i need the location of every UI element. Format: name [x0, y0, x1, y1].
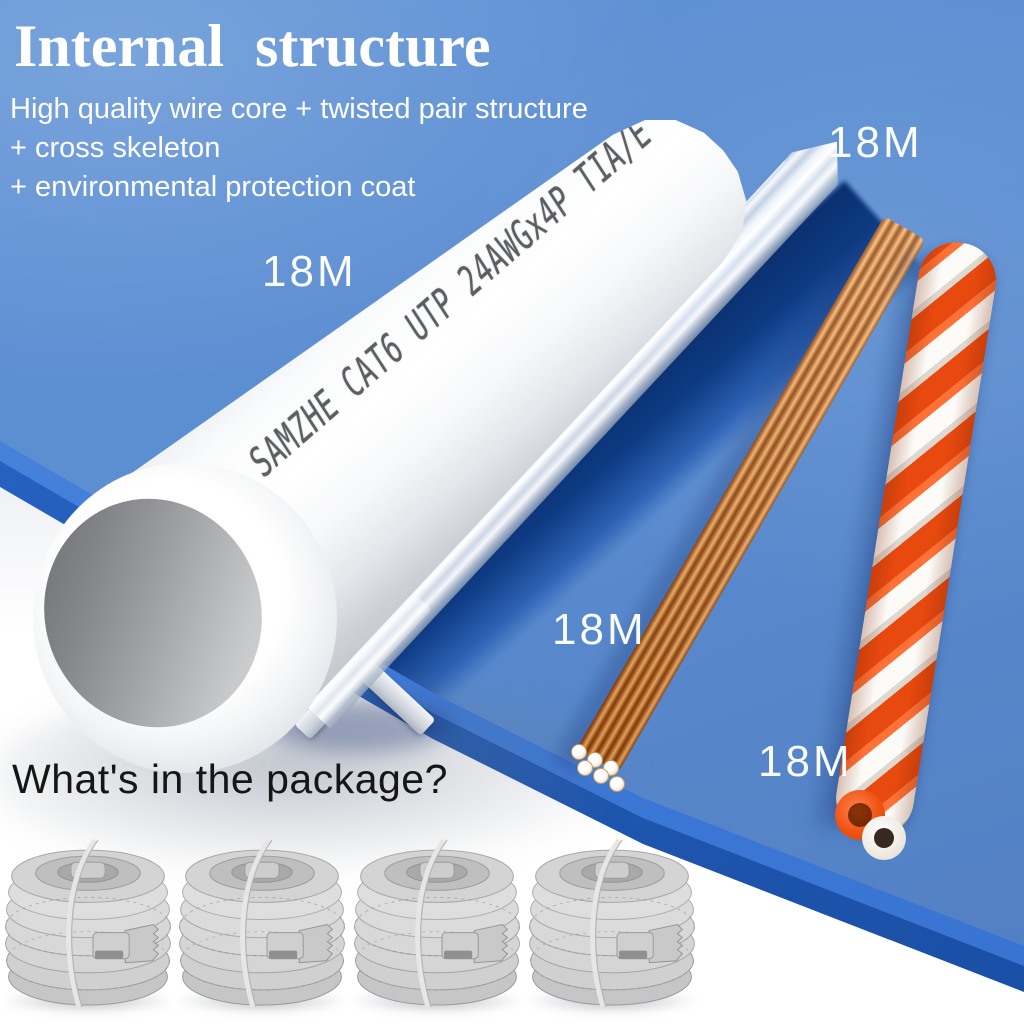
rj45-connector	[616, 923, 684, 964]
twisted-pair-white-end	[862, 816, 906, 860]
subtitle-line: + cross skeleton	[10, 132, 221, 164]
cable-coil	[176, 826, 348, 1014]
rj45-connector	[441, 923, 509, 964]
cable-coil	[2, 826, 174, 1014]
length-label-copper-core: 18M	[552, 605, 647, 654]
white-tube-hole	[874, 828, 894, 848]
cable-coil-image	[179, 838, 345, 1008]
cable-coil-image	[529, 838, 695, 1008]
subtitle-line: + environmental protection coat	[10, 171, 416, 203]
subtitle-line: High quality wire core + twisted pair st…	[10, 93, 588, 125]
cable-coil-image	[354, 838, 520, 1008]
copper-wire-tip	[609, 776, 625, 792]
length-label-skeleton: 18M	[828, 118, 923, 167]
length-label-tube: 18M	[262, 247, 357, 296]
copper-wire-tip	[571, 744, 587, 760]
copper-wire-tip	[593, 768, 609, 784]
cable-coil	[526, 826, 698, 1014]
rj45-connector	[266, 923, 334, 964]
cable-coil-image	[5, 838, 171, 1008]
subtitle: High quality wire core + twisted pair st…	[10, 90, 588, 207]
cable-coil	[351, 826, 523, 1014]
package-items	[0, 820, 720, 1020]
copper-wire-tip	[577, 760, 593, 776]
page-title: Internal structure	[14, 13, 491, 79]
package-heading: What's in the package?	[12, 756, 448, 802]
length-label-twisted-pair: 18M	[758, 737, 853, 786]
rj45-connector	[92, 923, 160, 964]
